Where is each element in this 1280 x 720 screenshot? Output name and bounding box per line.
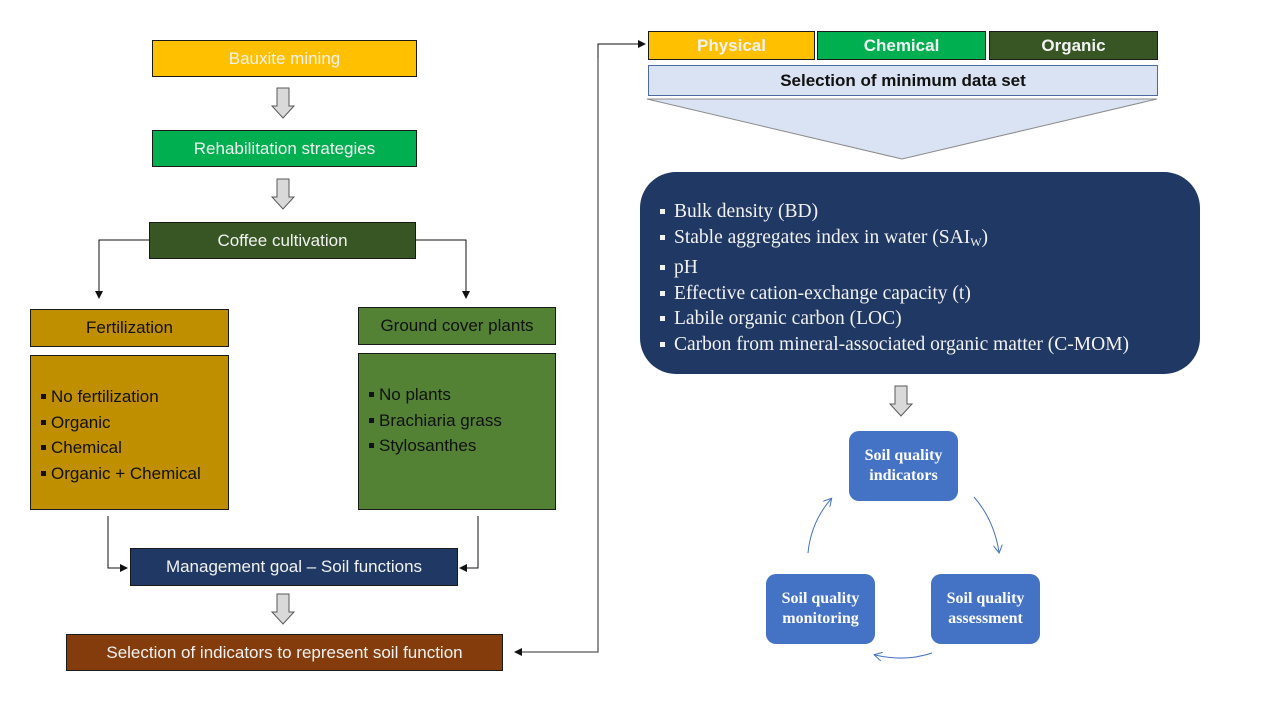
- connector-coffee-to-fertilization: [95, 239, 149, 299]
- list-item: Stylosanthes: [369, 433, 555, 459]
- ground-cover-title: Ground cover plants: [380, 316, 534, 335]
- fertilization-list: No fertilization Organic Chemical Organi…: [41, 384, 228, 486]
- ground-cover-header: Ground cover plants: [358, 307, 556, 345]
- minimum-data-set-box: Selection of minimum data set: [648, 65, 1158, 96]
- connector-coffee-to-groundcover: [416, 239, 470, 299]
- indicator-item: pH: [660, 255, 1200, 281]
- fertilization-header: Fertilization: [30, 309, 229, 347]
- indicator-text: Effective cation-exchange capacity (t): [674, 282, 971, 304]
- cycle-monitoring-label: Soil quality monitoring: [781, 590, 860, 627]
- management-goal-label: Management goal – Soil functions: [165, 557, 423, 576]
- indicator-text: Stable aggregates index in water (SAI: [674, 226, 971, 248]
- bauxite-mining-box: Bauxite mining: [152, 40, 417, 77]
- block-arrow-down-icon: [888, 385, 914, 417]
- category-chemical: Chemical: [817, 31, 986, 60]
- indicator-text: Bulk density (BD): [674, 201, 819, 222]
- list-item: Brachiaria grass: [369, 408, 555, 434]
- rehabilitation-label: Rehabilitation strategies: [193, 138, 376, 158]
- cycle-assessment-label: Soil quality assessment: [946, 590, 1025, 627]
- funnel-triangle: [646, 98, 1158, 160]
- indicator-text: Labile organic carbon (LOC): [674, 308, 902, 329]
- connector-selection-to-mds: [597, 40, 646, 58]
- cycle-soil-quality-assessment: Soil quality assessment: [931, 574, 1040, 644]
- cycle-indicators-label: Soil quality indicators: [864, 447, 943, 484]
- indicators-box: Bulk density (BD) Stable aggregates inde…: [640, 172, 1200, 374]
- fertilization-list-box: No fertilization Organic Chemical Organi…: [30, 355, 229, 510]
- cycle-soil-quality-monitoring: Soil quality monitoring: [766, 574, 875, 644]
- cycle-arrow-assessment-to-monitoring: [875, 653, 933, 658]
- management-goal-box: Management goal – Soil functions: [130, 548, 458, 586]
- rehabilitation-box: Rehabilitation strategies: [152, 130, 417, 167]
- category-physical: Physical: [648, 31, 815, 60]
- block-arrow-down-icon: [270, 87, 296, 119]
- selection-indicators-box: Selection of indicators to represent soi…: [66, 634, 503, 671]
- indicator-item: Effective cation-exchange capacity (t): [660, 281, 1200, 307]
- bauxite-mining-label: Bauxite mining: [228, 48, 341, 68]
- category-organic: Organic: [989, 31, 1158, 60]
- category-chemical-label: Chemical: [863, 35, 940, 55]
- indicator-subscript: W: [970, 234, 982, 249]
- indicator-item: Labile organic carbon (LOC): [660, 306, 1200, 332]
- cycle-arrow-monitoring-to-indicators: [807, 499, 831, 554]
- connector-fertilization-to-goal: [107, 516, 128, 572]
- list-item: Organic: [41, 410, 228, 436]
- cycle-soil-quality-indicators: Soil quality indicators: [849, 431, 958, 501]
- ground-cover-list-box: No plants Brachiaria grass Stylosanthes: [358, 353, 556, 510]
- indicator-item: Carbon from mineral-associated organic m…: [660, 332, 1200, 358]
- fertilization-title: Fertilization: [86, 318, 173, 337]
- indicator-item: Stable aggregates index in water (SAIW): [660, 225, 1200, 256]
- indicator-text: Carbon from mineral-associated organic m…: [674, 333, 1130, 355]
- list-item: No fertilization: [41, 384, 228, 410]
- indicator-text-after: ): [981, 226, 989, 248]
- indicator-item: Bulk density (BD): [660, 199, 1200, 225]
- list-item: Chemical: [41, 435, 228, 461]
- coffee-cultivation-label: Coffee cultivation: [217, 230, 348, 250]
- minimum-data-set-label: Selection of minimum data set: [780, 70, 1026, 90]
- list-item: No plants: [369, 382, 555, 408]
- block-arrow-down-icon: [270, 593, 296, 625]
- ground-cover-list: No plants Brachiaria grass Stylosanthes: [369, 382, 555, 459]
- block-arrow-down-icon: [270, 178, 296, 210]
- category-organic-label: Organic: [1041, 35, 1106, 55]
- selection-indicators-label: Selection of indicators to represent soi…: [106, 642, 463, 662]
- cycle-arrow-indicators-to-assessment: [973, 496, 999, 552]
- coffee-cultivation-box: Coffee cultivation: [149, 222, 416, 259]
- indicators-list: Bulk density (BD) Stable aggregates inde…: [660, 199, 1200, 357]
- connector-groundcover-to-goal: [459, 516, 479, 572]
- category-physical-label: Physical: [697, 35, 766, 55]
- list-item: Organic + Chemical: [41, 461, 228, 487]
- indicator-text: pH: [674, 257, 698, 278]
